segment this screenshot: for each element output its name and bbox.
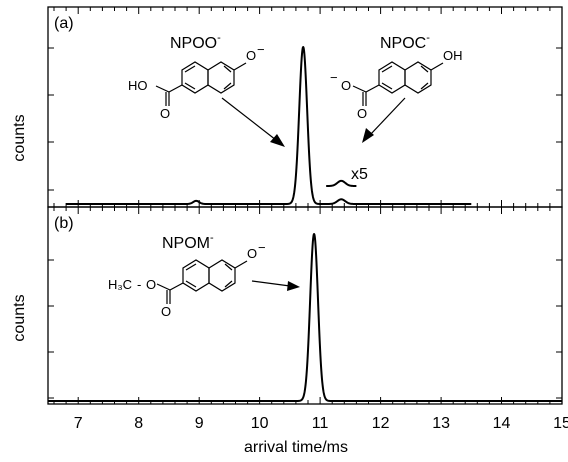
species-label-npoc: NPOC- — [380, 32, 430, 52]
y-axis-title-b: counts — [11, 294, 28, 341]
atom-charge: − — [257, 42, 265, 57]
arrow-npoo — [221, 97, 285, 147]
x-tick-label: 7 — [74, 415, 83, 432]
x-tick-label: 10 — [251, 415, 269, 432]
atom-charge: − — [258, 240, 266, 255]
series-line-panel-a — [65, 46, 472, 205]
x-tick-label: 15 — [553, 415, 568, 432]
atom-oxygen: O — [341, 78, 351, 93]
atom-methyl-dash: - — [137, 277, 141, 292]
arrow-head — [362, 128, 374, 143]
species-name: NPOC — [380, 35, 426, 52]
inset-magnification-label: x5 — [351, 166, 368, 183]
atom-hydroxyl: OH — [443, 48, 463, 63]
atom-oxygen: O — [146, 277, 156, 292]
x-tick-label: 12 — [372, 415, 390, 432]
species-name: NPOO — [170, 35, 217, 52]
atom-hydroxyl: HO — [128, 78, 148, 93]
structure-npoc: NPOC- OH O O − — [330, 32, 463, 121]
atom-charge: − — [330, 70, 338, 85]
x-tick-labels: 7 8 9 10 11 12 13 14 15 — [74, 415, 568, 432]
x-tick-label: 8 — [134, 415, 143, 432]
naphthalene-rings — [182, 259, 236, 292]
panel-a-frame — [47, 6, 563, 208]
structure-npoo: NPOO- O − O HO — [128, 32, 265, 121]
species-name: NPOM — [162, 235, 210, 252]
panel-label-a: (a) — [54, 15, 74, 32]
species-label-npom: NPOM- — [162, 232, 214, 252]
species-label-npoo: NPOO- — [170, 32, 221, 52]
naphthalene-rings — [378, 61, 432, 94]
y-axis-title-a: counts — [11, 114, 28, 161]
atom-methyl: H₃C — [108, 277, 132, 292]
panel-b-frame — [47, 206, 563, 405]
arrow-npoc — [362, 97, 406, 143]
x-tick-label: 11 — [312, 415, 329, 432]
arrow-head — [287, 281, 300, 291]
series-line-panel-b — [47, 233, 563, 402]
x-tick-label: 9 — [195, 415, 204, 432]
x-tick-label: 14 — [493, 415, 511, 432]
panel-label-b: (b) — [54, 215, 74, 232]
atom-oxygen: O — [246, 48, 256, 63]
species-charge: - — [426, 32, 430, 44]
arrow-npom — [251, 280, 300, 291]
atom-oxygen: O — [357, 106, 367, 121]
naphthalene-rings — [181, 61, 235, 94]
species-charge: - — [217, 32, 221, 44]
atom-oxygen: O — [160, 106, 170, 121]
atom-oxygen: O — [161, 304, 171, 319]
series-line-inset-x5 — [325, 179, 358, 187]
atom-oxygen: O — [247, 246, 257, 261]
arrow-head — [270, 134, 285, 147]
x-axis-title: arrival time/ms — [244, 439, 348, 456]
species-charge: - — [210, 232, 214, 244]
x-tick-label: 13 — [432, 415, 450, 432]
structure-npom: NPOM- O − O O - H₃C — [108, 232, 266, 319]
